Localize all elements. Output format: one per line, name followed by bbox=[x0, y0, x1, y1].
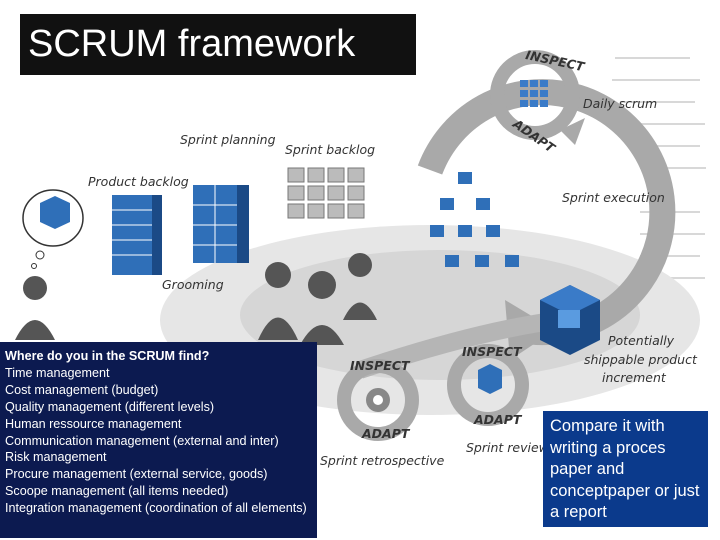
question-item: Quality management (different levels) bbox=[5, 399, 215, 414]
shippable-increment-cube bbox=[540, 285, 600, 355]
question-item: Communication management (external and i… bbox=[5, 433, 279, 448]
shippable-label-line1: Potentially bbox=[608, 333, 675, 348]
sprint-execution-label: Sprint execution bbox=[562, 190, 665, 205]
grooming-label: Grooming bbox=[162, 277, 224, 292]
question-item: Human ressource management bbox=[5, 416, 182, 431]
daily-scrum-label: Daily scrum bbox=[583, 96, 657, 111]
question-item: Procure management (external service, go… bbox=[5, 467, 268, 482]
sprint-planning-blocks bbox=[193, 185, 249, 263]
question-item: Cost management (budget) bbox=[5, 382, 159, 397]
product-backlog-stack bbox=[112, 195, 162, 275]
adapt-label-left: ADAPT bbox=[361, 426, 411, 441]
question-item: Time management bbox=[5, 365, 110, 380]
sprint-review-label: Sprint review bbox=[466, 440, 550, 455]
product-backlog-label: Product backlog bbox=[88, 174, 189, 189]
sprint-retrospective-loop: INSPECT ADAPT bbox=[337, 358, 419, 441]
slide-title: SCRUM framework bbox=[20, 14, 416, 75]
inspect-label-left: INSPECT bbox=[350, 358, 411, 373]
question-item: Scoope management (all items needed) bbox=[5, 484, 229, 499]
floor-platform-inner bbox=[240, 250, 640, 380]
shippable-label-line3: increment bbox=[602, 370, 667, 385]
sprint-retrospective-label: Sprint retrospective bbox=[320, 453, 445, 468]
sprint-review-loop: INSPECT ADAPT bbox=[447, 344, 529, 427]
sprint-backlog-grid bbox=[287, 167, 365, 219]
shippable-label-line2: shippable product bbox=[584, 352, 698, 367]
inspect-label-right: INSPECT bbox=[462, 344, 523, 359]
sprint-cycle-arrow bbox=[417, 79, 676, 346]
thought-bubble bbox=[22, 189, 84, 269]
question-item: Integration management (coordination of … bbox=[5, 501, 307, 516]
adapt-label-right: ADAPT bbox=[473, 412, 523, 427]
questions-title: Where do you in the SCRUM find? bbox=[5, 349, 210, 363]
sprint-execution-team bbox=[430, 172, 519, 267]
question-item: Risk management bbox=[5, 450, 107, 465]
compare-callout: Compare it with writing a proces paper a… bbox=[543, 411, 708, 527]
questions-panel: Where do you in the SCRUM find? Time man… bbox=[0, 342, 317, 538]
sprint-planning-label: Sprint planning bbox=[180, 132, 276, 147]
team-figures bbox=[15, 253, 377, 345]
sprint-backlog-label: Sprint backlog bbox=[285, 142, 375, 157]
